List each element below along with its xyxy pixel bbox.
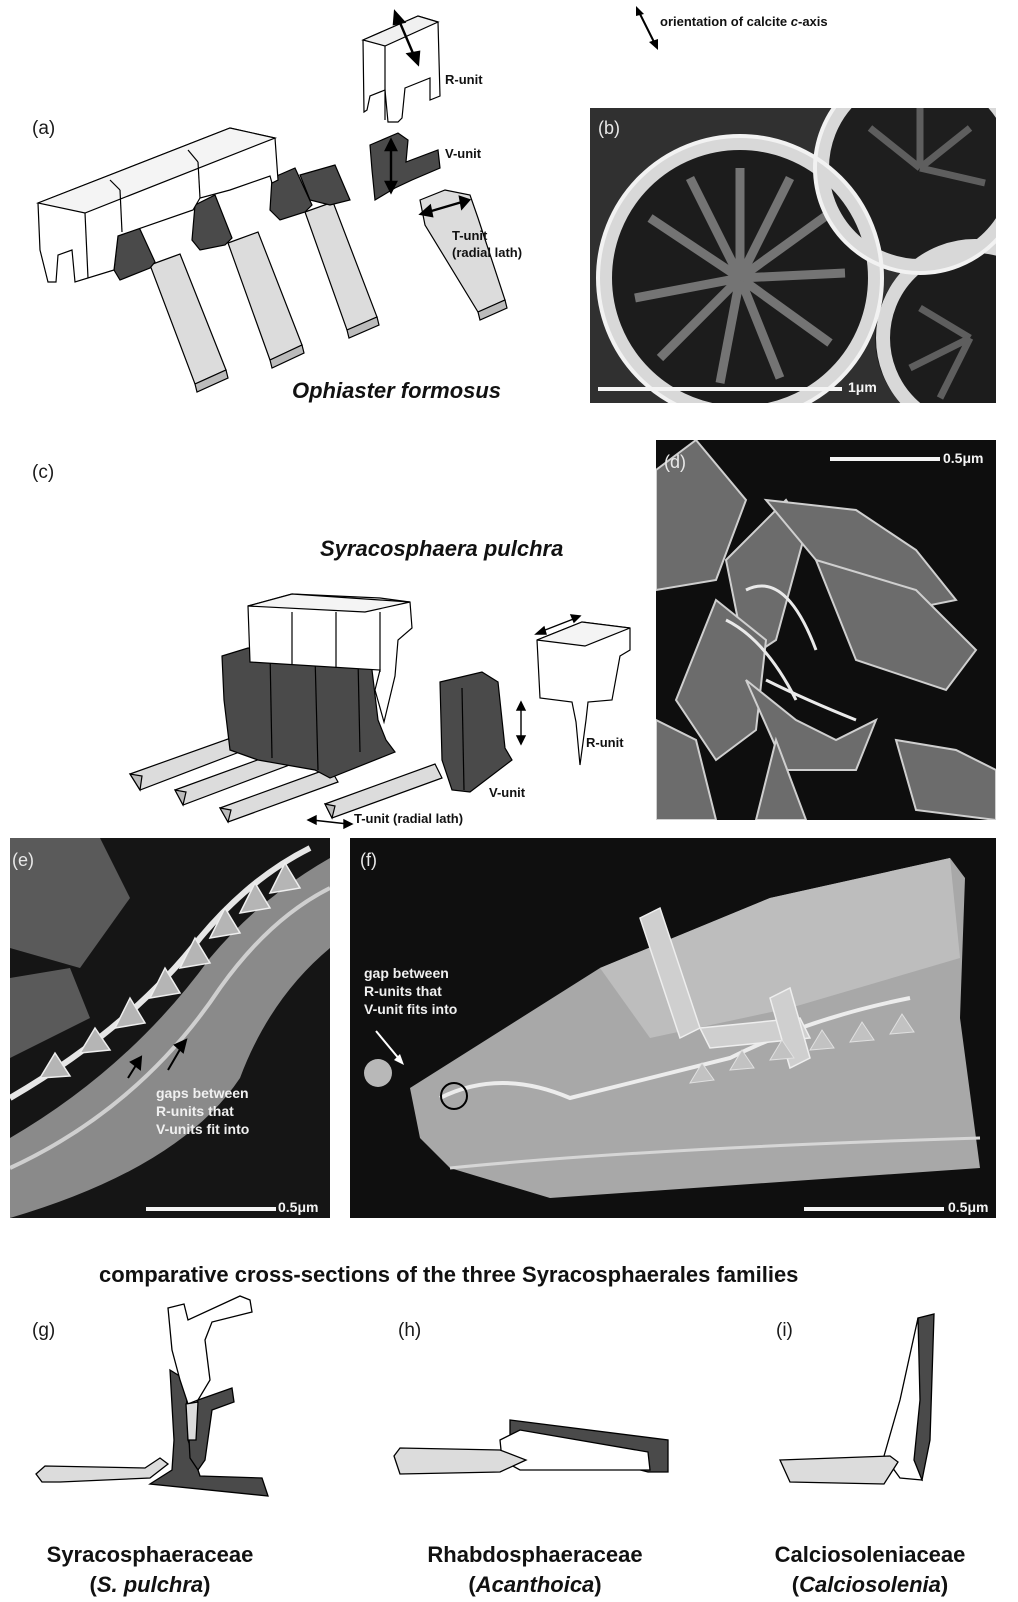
family-name-h: Rhabdosphaeraceae: [400, 1540, 670, 1570]
cross-section-h: [394, 1420, 668, 1474]
family-example-h: (Acanthoica): [400, 1570, 670, 1600]
cross-sections: [0, 0, 1018, 1520]
family-label-i: Calciosoleniaceae (Calciosolenia): [740, 1540, 1000, 1600]
family-example-i: (Calciosolenia): [740, 1570, 1000, 1600]
family-name-i: Calciosoleniaceae: [740, 1540, 1000, 1570]
family-name-g: Syracosphaeraceae: [20, 1540, 280, 1570]
family-label-h: Rhabdosphaeraceae (Acanthoica): [400, 1540, 670, 1600]
cross-section-g: [36, 1296, 268, 1496]
family-example-g: (S. pulchra): [20, 1570, 280, 1600]
family-label-g: Syracosphaeraceae (S. pulchra): [20, 1540, 280, 1600]
cross-section-i: [780, 1314, 934, 1484]
